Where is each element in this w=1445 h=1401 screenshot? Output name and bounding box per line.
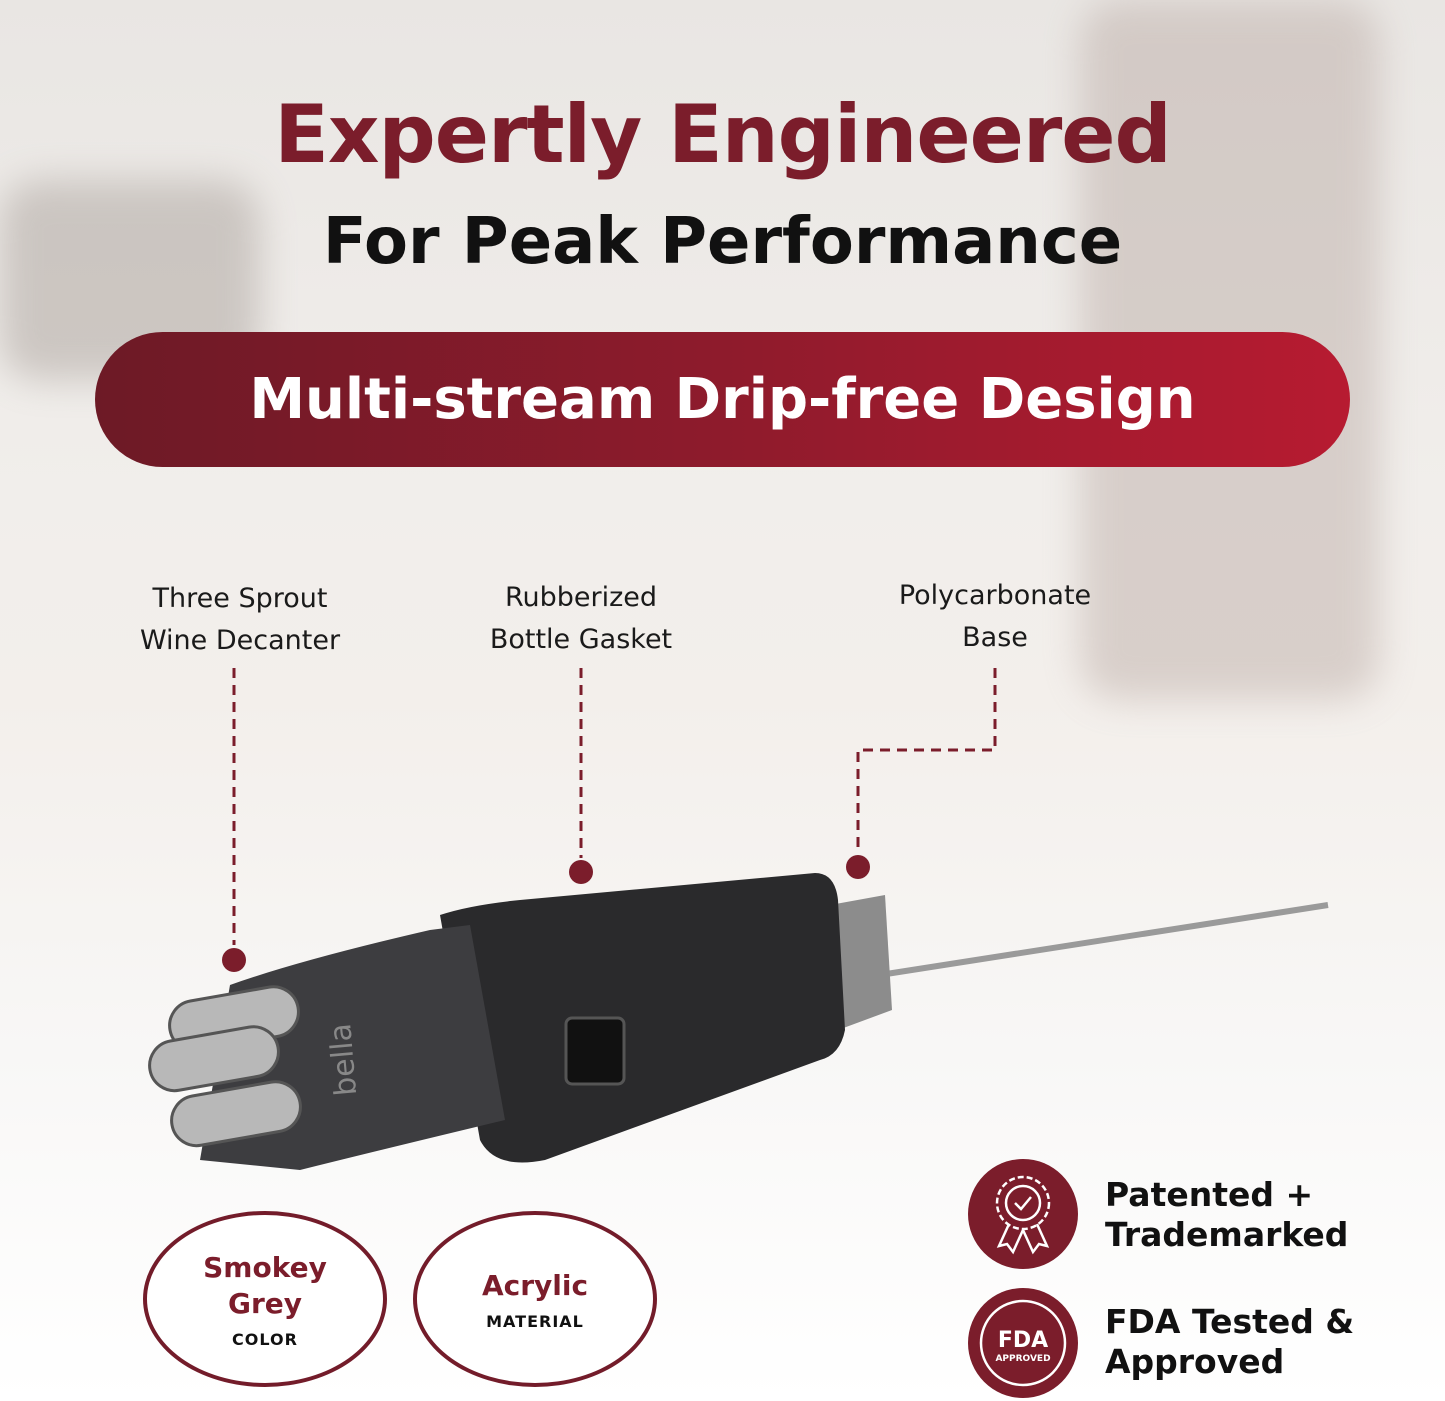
- callout-leader-lines: [232, 668, 997, 945]
- callout-text: Wine Decanter: [139, 625, 341, 656]
- callout-gasket: Rubberized Bottle Gasket: [421, 577, 741, 661]
- spec-color: Smokey Grey COLOR: [143, 1211, 387, 1387]
- three-spouts: [148, 985, 302, 1148]
- svg-text:APPROVED: APPROVED: [995, 1354, 1050, 1364]
- spec-value: Smokey: [203, 1250, 327, 1284]
- feature-banner: Multi-stream Drip-free Design: [95, 332, 1350, 467]
- feature-banner-text: Multi-stream Drip-free Design: [249, 367, 1196, 432]
- rubber-gasket: [440, 873, 845, 1163]
- spec-material: Acrylic MATERIAL: [413, 1211, 657, 1387]
- callout-text: Rubberized: [504, 582, 658, 613]
- callout-text: Polycarbonate: [898, 580, 1092, 611]
- callout-text: Three Sprout: [152, 583, 328, 614]
- spec-value: Acrylic: [481, 1268, 589, 1302]
- badge-patented: Patented + Trademarked: [1105, 1175, 1348, 1255]
- fda-approved-icon: FDA APPROVED: [968, 1288, 1078, 1398]
- badge-text: Patented +: [1105, 1175, 1314, 1214]
- headline-line1: Expertly Engineered: [274, 88, 1172, 181]
- callout-base: Polycarbonate Base: [835, 575, 1155, 659]
- headline-line2: For Peak Performance: [322, 205, 1123, 279]
- spec-label: COLOR: [232, 1329, 298, 1349]
- callout-dots: [222, 855, 870, 972]
- polycarbonate-base: [830, 895, 892, 1030]
- callout-text: Bottle Gasket: [489, 624, 673, 655]
- award-ribbon-check-icon: [968, 1159, 1078, 1269]
- badge-text: FDA Tested &: [1105, 1302, 1355, 1341]
- air-vent: [564, 1016, 626, 1086]
- spec-label: MATERIAL: [486, 1311, 584, 1331]
- callout-decanter: Three Sprout Wine Decanter: [80, 578, 400, 662]
- badge-fda: FDA Tested & Approved: [1105, 1302, 1354, 1382]
- badge-text: Trademarked: [1105, 1215, 1349, 1254]
- spec-value: Grey: [227, 1286, 303, 1320]
- badge-text: Approved: [1105, 1342, 1285, 1381]
- product-logo: bella: [323, 1022, 364, 1097]
- aerator-rod: [879, 902, 1329, 978]
- callout-text: Base: [962, 622, 1028, 653]
- svg-text:FDA: FDA: [998, 1328, 1048, 1353]
